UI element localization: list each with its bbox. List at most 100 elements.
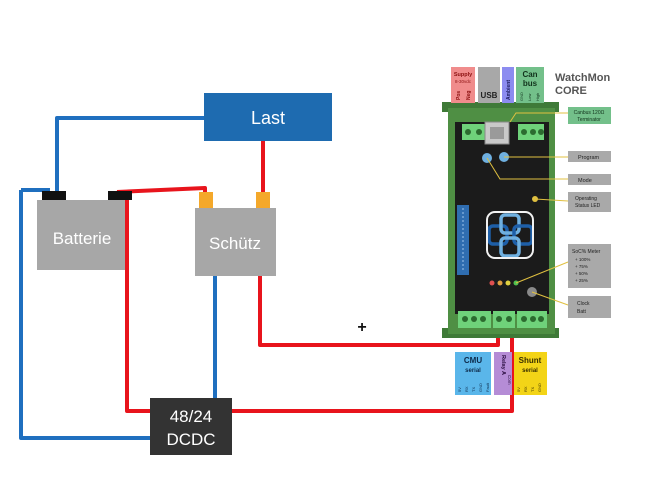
module-title-line2: CORE <box>555 85 587 97</box>
can-high: High <box>535 93 540 101</box>
dcdc-box <box>150 398 232 455</box>
screw <box>530 316 536 322</box>
clock-callout <box>568 296 611 318</box>
relay-title: Relay A <box>500 355 506 375</box>
program-callout <box>568 151 611 162</box>
ambient-label-box <box>502 67 514 103</box>
can-label-box <box>516 67 544 103</box>
callout-boxes: Canbus 120Ω Terminator Program Mode Oper… <box>568 107 611 318</box>
last-label: Last <box>251 108 285 128</box>
soc-callout-title: SoC% Meter <box>572 249 601 255</box>
usb-port-inner <box>490 127 504 139</box>
shunt-pin: RX <box>523 386 528 392</box>
shunt-title: Shunt <box>519 356 542 365</box>
plus-sign: + <box>357 319 366 336</box>
dcdc-label-line2: DCDC <box>166 430 215 449</box>
clock-callout-line2: Batt <box>577 309 587 315</box>
dcdc-label-line1: 48/24 <box>170 407 213 426</box>
operating-callout-line2: Status LED <box>575 203 601 209</box>
soc-led-2 <box>497 280 503 286</box>
shunt-label-box <box>514 352 547 395</box>
relay-label-box <box>494 352 512 395</box>
schuetz-terminal-right <box>256 192 270 209</box>
soc-callout-25: + 25% <box>575 278 588 283</box>
screw <box>538 316 544 322</box>
din-rail-top <box>442 102 559 112</box>
blue-wire-battery-dcdc <box>19 190 150 440</box>
last-box <box>204 93 332 141</box>
screw <box>521 316 527 322</box>
cmu-title: CMU <box>464 356 482 365</box>
watchmon-logo <box>486 211 534 259</box>
supply-neg: Neg <box>466 91 472 100</box>
can-low: Low <box>527 94 532 101</box>
terminal-block-bottom-middle <box>493 311 515 328</box>
bottom-labels: CMU serial 5V RX TX GND Fault Relay A Co… <box>455 352 547 395</box>
cmu-serial: serial <box>465 368 481 374</box>
watchmon-module <box>442 102 559 338</box>
screw <box>462 316 468 322</box>
clock-callout-line1: Clock <box>577 301 590 307</box>
can-bus: bus <box>523 79 538 88</box>
schuetz-terminal-left <box>199 192 213 209</box>
screw <box>496 316 502 322</box>
soc-callout-50: + 50% <box>575 271 588 276</box>
cmu-label-box <box>455 352 491 395</box>
canbus-callout-line1: Canbus 120Ω <box>574 110 605 116</box>
operating-callout <box>568 192 611 212</box>
screw <box>506 316 512 322</box>
supply-pos: Pos <box>456 91 462 100</box>
callout-leaders <box>486 112 569 306</box>
cmu-pin: TX <box>471 387 476 392</box>
module-title-line1: WatchMon <box>555 72 610 84</box>
operating-callout-line1: Operating <box>575 196 597 202</box>
can-title: Can <box>522 70 537 79</box>
screw <box>521 129 527 135</box>
blue-wires <box>19 116 217 440</box>
shunt-pin: GND <box>537 383 542 392</box>
battery-terminal-negative <box>42 191 66 200</box>
program-callout-text: Program <box>578 155 600 161</box>
battery-terminal-positive <box>108 191 132 200</box>
schuetz-box <box>195 208 276 276</box>
battery-label: Batterie <box>53 229 112 248</box>
relay-com: Com <box>507 375 512 385</box>
battery-box <box>37 200 125 270</box>
supply-label-box <box>451 67 475 103</box>
screw <box>476 129 482 135</box>
screw <box>471 316 477 322</box>
soc-led-1 <box>489 280 495 286</box>
top-labels: Supply 8-30vdc Pos Neg USB Ambient Can b… <box>451 67 544 103</box>
screw <box>530 129 536 135</box>
can-gnd: GND <box>519 92 524 101</box>
cmu-pin: RX <box>464 386 469 392</box>
soc-callout <box>568 244 611 288</box>
shunt-serial: serial <box>522 368 538 374</box>
soc-callout-100: + 100% <box>575 257 590 262</box>
ambient-label: Ambient <box>506 80 512 100</box>
schuetz-label: Schütz <box>209 234 261 253</box>
cmu-pin: 5V <box>457 387 462 392</box>
terminal-block-top-left <box>462 124 486 140</box>
canbus-callout <box>568 107 611 124</box>
screw <box>465 129 471 135</box>
supply-sub: 8-30vdc <box>455 79 472 84</box>
canbus-callout-line2: Terminator <box>577 117 601 123</box>
blue-wire-last-battery <box>55 116 204 196</box>
screw <box>538 129 544 135</box>
soc-led-3 <box>505 280 511 286</box>
cmu-pin: Fault <box>485 382 490 392</box>
usb-label: USB <box>481 91 498 100</box>
mode-callout <box>568 174 611 185</box>
supply-title: Supply <box>454 72 473 78</box>
usb-label-box <box>478 67 500 103</box>
shunt-pin: TX <box>530 387 535 392</box>
red-wire-battery-dcdc <box>125 196 150 413</box>
mode-callout-text: Mode <box>578 178 592 184</box>
soc-callout-75: + 75% <box>575 264 588 269</box>
screw <box>480 316 486 322</box>
cmu-pin: GND <box>478 383 483 392</box>
shunt-pin: 5V <box>516 387 521 392</box>
